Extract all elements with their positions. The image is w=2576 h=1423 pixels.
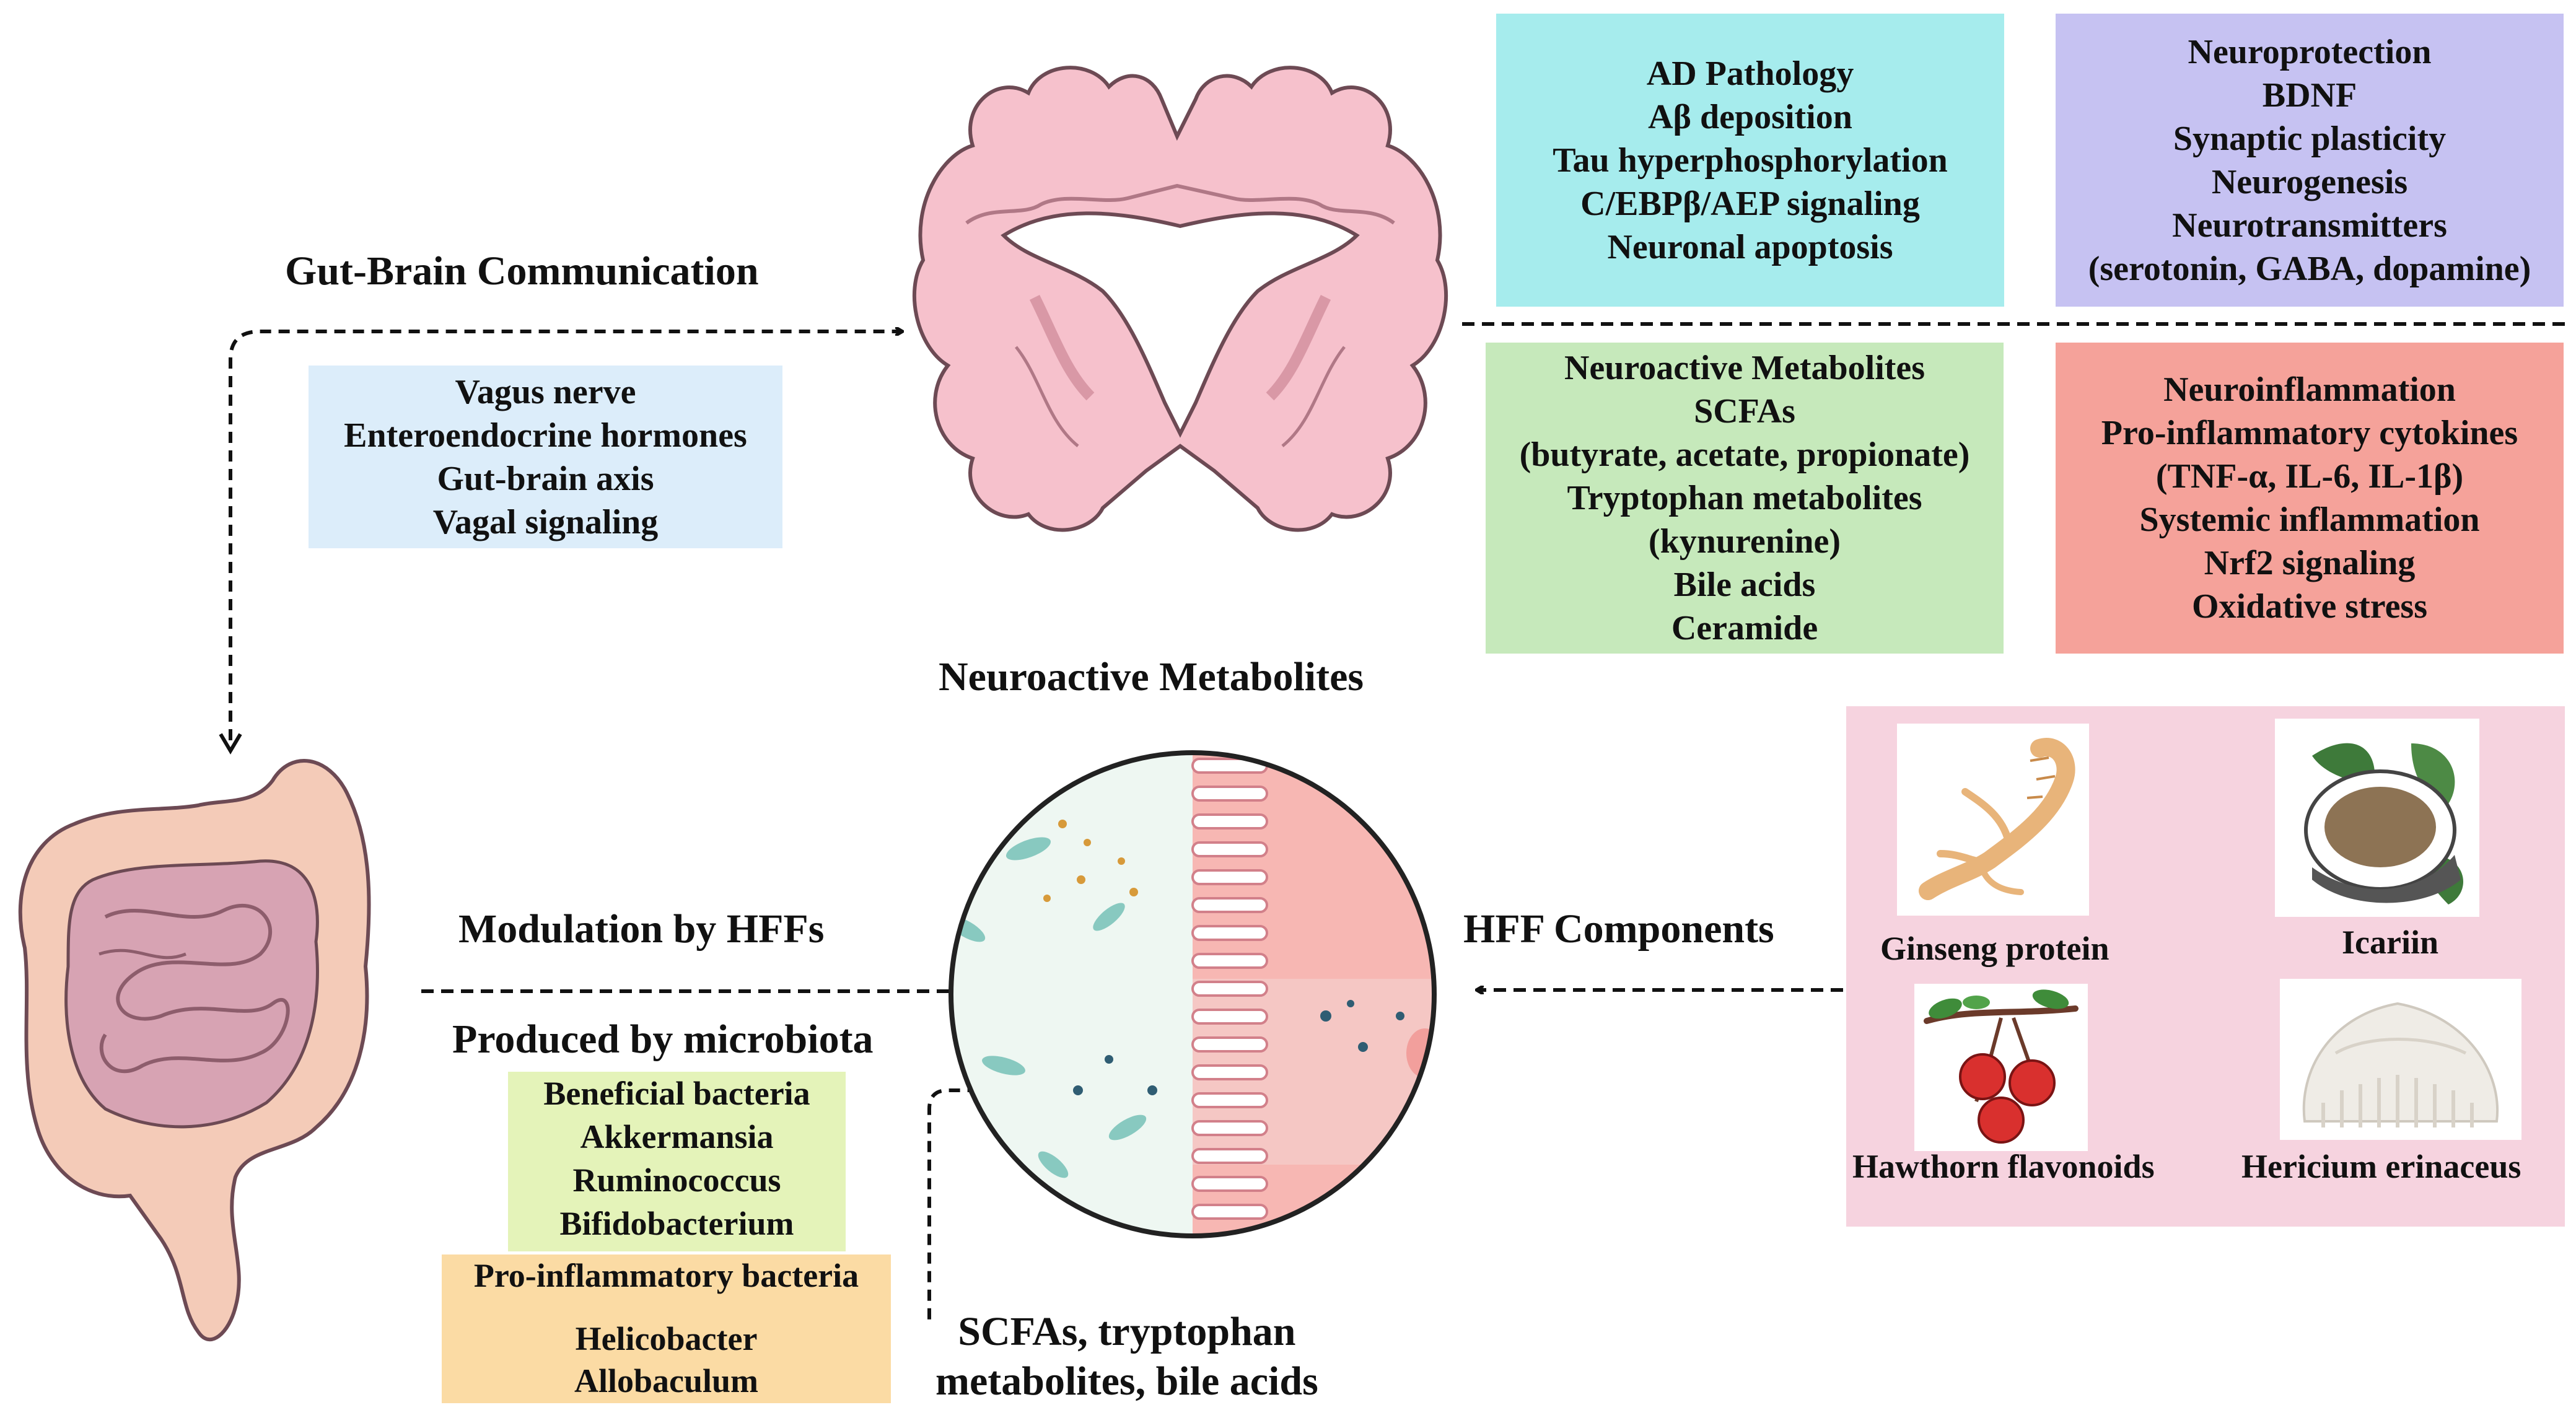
box-line: Bile acids [1673,566,1816,604]
box-line: Pro-inflammatory bacteria [473,1257,859,1294]
brain-illustration [912,66,1448,532]
hericium-caption: Hericium erinaceus [2241,1148,2521,1185]
box-line: Neuroactive Metabolites [1564,349,1925,387]
neuroactive-metabolites-label: Neuroactive Metabolites [939,654,1364,699]
box-line: AD Pathology [1646,54,1854,93]
microbiota-circle [948,750,1437,1238]
box-line: (TNF-α, IL-6, IL-1β) [2155,457,2464,496]
box-line: Neuronal apoptosis [1607,227,1893,266]
hff-components-label: HFF Components [1463,906,1774,952]
gut-brain-arrow [229,331,901,740]
box-line: Pro-inflammatory cytokines [2101,414,2518,452]
box-line: Akkermansia [580,1118,774,1155]
ginseng-image [1897,724,2089,916]
ad-pathology-box: AD Pathology Aβ deposition Tau hyperphos… [1496,14,2004,307]
box-line: Enteroendocrine hormones [344,416,747,455]
box-line: Tryptophan metabolites [1567,479,1922,517]
box-line: (butyrate, acetate, propionate) [1519,436,1970,474]
box-line: Nrf2 signaling [2204,544,2416,582]
vagal-pathways-box: Vagus nerve Enteroendocrine hormones Gut… [309,366,782,548]
box-line: Vagus nerve [455,372,636,411]
box-line: Synaptic plasticity [2173,119,2447,158]
neuroinflammation-box: Neuroinflammation Pro-inflammatory cytok… [2056,343,2564,654]
box-line: Neurotransmitters [2172,206,2447,245]
intestine-illustration [18,758,371,1342]
icariin-icon [2304,743,2463,904]
gut-down-arrowhead [219,733,242,755]
box-line: Ceramide [1671,609,1818,647]
box-line: Oxidative stress [2191,587,2428,626]
box-line: Tau hyperphosphorylation [1553,141,1948,180]
box-line: BDNF [2262,76,2357,115]
modulation-label: Modulation by HFFs [458,906,825,952]
box-line: SCFAs [1694,392,1795,431]
box-line: C/EBPβ/AEP signaling [1580,184,1920,223]
box-line: Neuroinflammation [2163,370,2456,409]
box-line: Gut-brain axis [437,459,654,498]
box-line: Beneficial bacteria [543,1075,810,1112]
box-line: Ruminococcus [572,1162,781,1199]
hawthorn-caption: Hawthorn flavonoids [1852,1148,2155,1185]
ginseng-icon [1919,738,2075,900]
scfa-label: SCFAs, tryptophan metabolites, bile acid… [935,1307,1318,1406]
scfa-label-line1: SCFAs, tryptophan [958,1309,1296,1354]
gut-brain-label: Gut-Brain Communication [285,248,759,294]
box-line: Neurogenesis [2211,162,2408,201]
hawthorn-icon [1924,989,2079,1144]
scfa-label-line2: metabolites, bile acids [935,1359,1318,1404]
icariin-caption: Icariin [2342,924,2438,961]
box-line: Bifidobacterium [559,1205,794,1242]
neuroactive-metabolites-box: Neuroactive Metabolites SCFAs (butyrate,… [1486,343,2004,654]
neuroprotection-box: Neuroprotection BDNF Synaptic plasticity… [2056,14,2564,307]
box-line: Neuroprotection [2188,32,2432,71]
hericium-image [2280,979,2521,1140]
ginseng-caption: Ginseng protein [1880,930,2109,967]
icariin-image [2275,719,2479,917]
box-line: Vagal signaling [432,502,659,541]
box-line: Allobaculum [574,1362,759,1399]
beneficial-bacteria-box: Beneficial bacteria Akkermansia Ruminoco… [508,1072,846,1251]
produced-by-microbiota-label: Produced by microbiota [452,1017,874,1062]
box-line: Systemic inflammation [2139,501,2480,539]
box-line: (kynurenine) [1648,522,1841,561]
proinflammatory-bacteria-box: Pro-inflammatory bacteria Helicobacter A… [442,1254,891,1403]
box-line: Aβ deposition [1648,97,1852,136]
box-line: (serotonin, GABA, dopamine) [2088,249,2531,288]
hawthorn-image [1914,984,2088,1151]
box-line: Helicobacter [575,1320,758,1357]
hericium-icon [2302,1002,2499,1127]
